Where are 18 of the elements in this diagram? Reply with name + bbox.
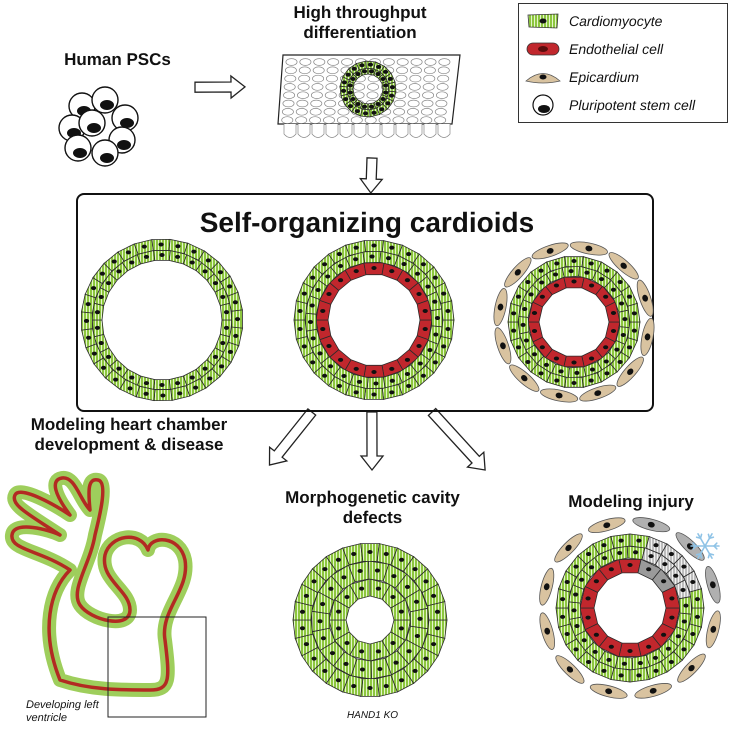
block-arrow (194, 74, 246, 100)
legend-label: Epicardium (569, 69, 640, 85)
block-arrow (358, 157, 384, 194)
heading: High throughput differentiation (292, 3, 428, 42)
heading: Self-organizing cardioids (198, 207, 536, 240)
heading: Morphogenetic cavity defects (284, 488, 461, 528)
block-arrow (360, 411, 384, 472)
heading: Modeling heart chamber development & disease (30, 415, 228, 454)
block-arrow (268, 408, 317, 466)
heading: Modeling injury (567, 492, 695, 512)
legend-label: Cardiomyocyte (569, 13, 662, 29)
block-arrow (427, 408, 486, 471)
heading: Human PSCs (63, 50, 172, 70)
legend-label: Pluripotent stem cell (569, 97, 696, 113)
legend-label: Endothelial cell (569, 41, 664, 57)
node-label: HAND1 KO (346, 710, 400, 722)
panel-frame (76, 193, 654, 412)
node-label: Developing left ventricle (26, 699, 100, 726)
